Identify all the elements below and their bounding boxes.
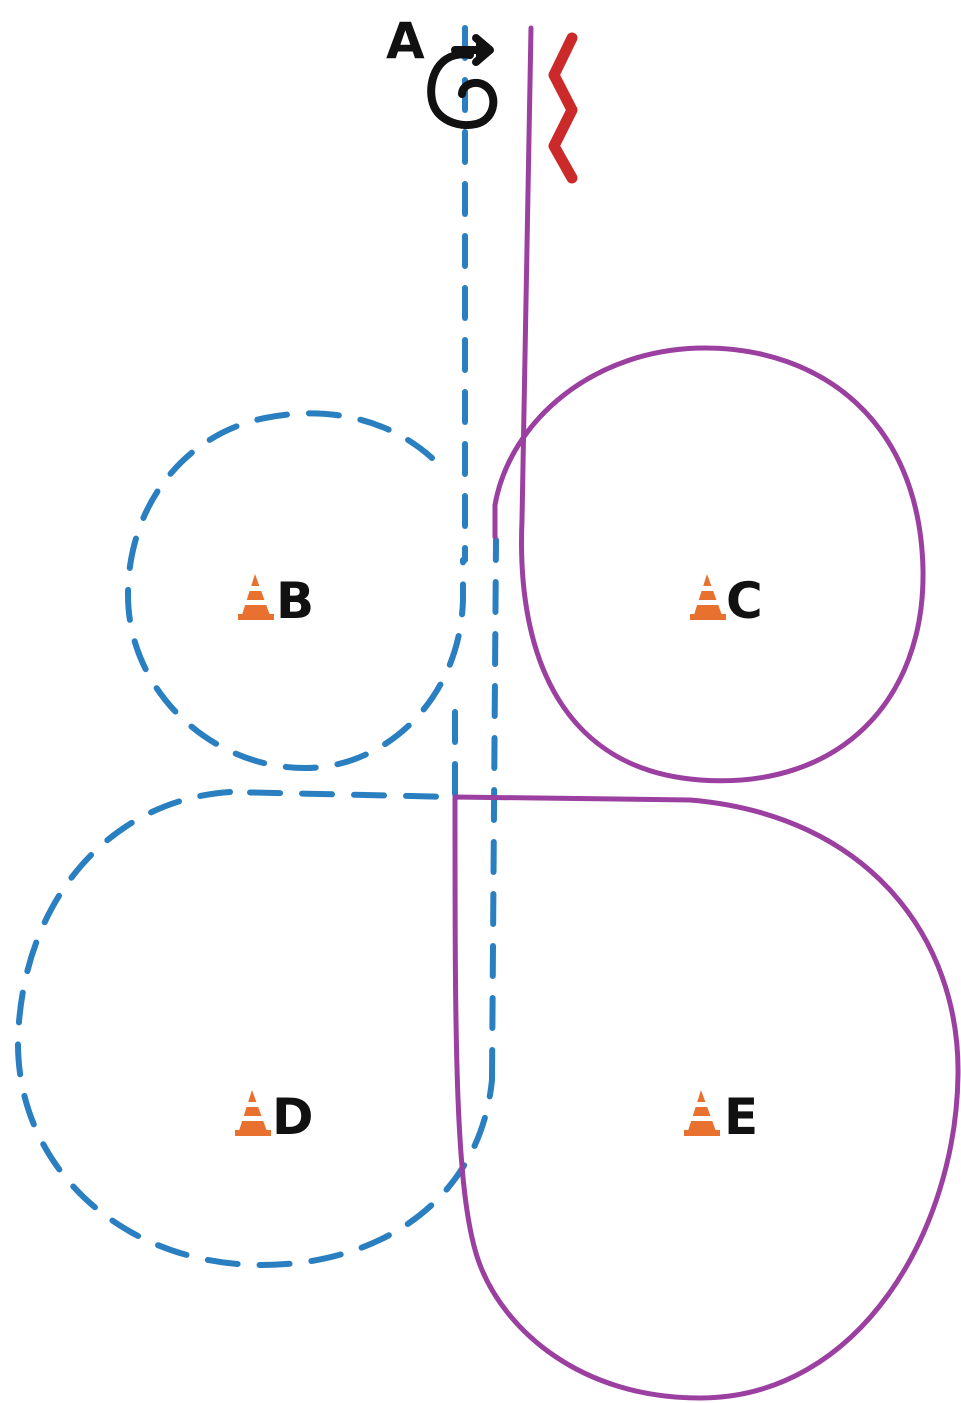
solid-route (452, 25, 961, 1401)
cone-c: C (690, 572, 763, 630)
point-label-d: D (272, 1088, 314, 1146)
dashed-return-line (489, 537, 499, 1083)
traffic-cone-icon (684, 1090, 720, 1136)
solid-loop-c (492, 345, 926, 784)
traffic-cone-icon (235, 1090, 271, 1136)
point-label-b: B (276, 572, 314, 630)
dashed-loop-d (14, 789, 495, 1269)
point-label-a: A (386, 12, 425, 70)
dashed-loop-b (124, 410, 466, 772)
solid-route-entry-line (519, 25, 534, 523)
cone-d: D (235, 1088, 314, 1146)
point-label-c: C (726, 572, 763, 630)
solid-loop-e (452, 794, 961, 1401)
zigzag-icon (548, 32, 578, 184)
traffic-cone-icon (238, 574, 274, 620)
cone-b: B (238, 572, 314, 630)
dashed-route (14, 25, 499, 1269)
point-label-e: E (724, 1088, 758, 1146)
cone-e: E (684, 1088, 758, 1146)
traffic-cone-icon (690, 574, 726, 620)
dashed-link-b-to-d (227, 709, 458, 801)
rotate-start-icon (427, 34, 498, 129)
